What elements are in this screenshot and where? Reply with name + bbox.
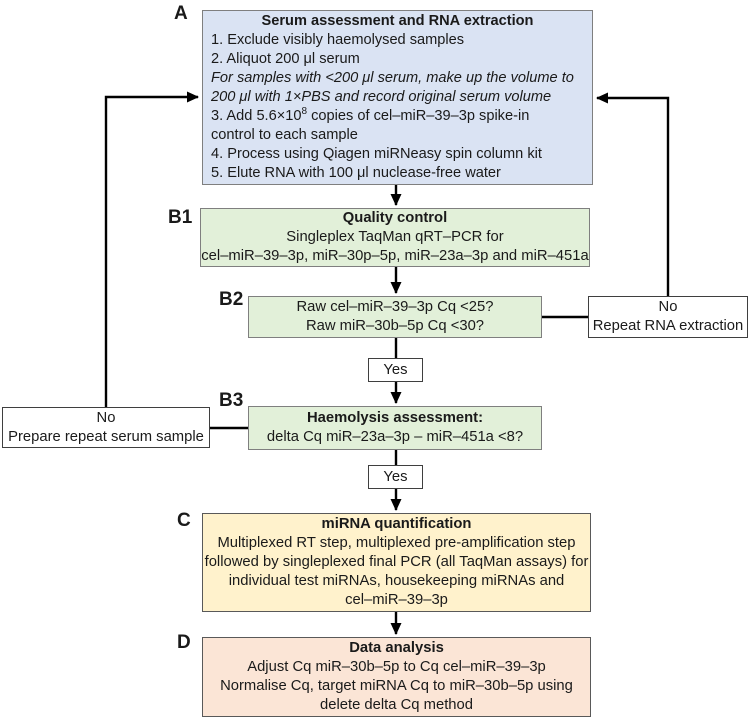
step-line: 1. Exclude visibly haemolysed samples bbox=[211, 32, 465, 48]
panel-label-b1: B1 bbox=[168, 207, 193, 228]
haemolysis-assessment-box: Haemolysis assessment: delta Cq miR–23a–… bbox=[248, 406, 542, 450]
box-line: cel–miR–39–3p bbox=[345, 592, 448, 608]
step-line: 2. Aliquot 200 μl serum bbox=[211, 51, 360, 67]
box-line: cel–miR–39–3p, miR–30p–5p, miR–23a–3p an… bbox=[201, 248, 589, 264]
box-line: individual test miRNAs, housekeeping miR… bbox=[228, 573, 565, 589]
panel-label-a: A bbox=[174, 3, 188, 24]
quantification-title: miRNA quantification bbox=[321, 516, 472, 532]
serum-assessment-box: Serum assessment and RNA extraction 1. E… bbox=[202, 10, 593, 185]
serum-assessment-title: Serum assessment and RNA extraction bbox=[261, 13, 534, 29]
data-analysis-box: Data analysis Adjust Cq miR–30b–5p to Cq… bbox=[202, 637, 591, 717]
step-note-line: For samples with <200 μl serum, make up … bbox=[211, 70, 574, 86]
step-line-text: 3. Add 5.6×10 bbox=[211, 108, 302, 124]
data-analysis-title: Data analysis bbox=[349, 640, 444, 656]
step-line: 5. Elute RNA with 100 μl nuclease-free w… bbox=[211, 165, 501, 181]
quality-control-title: Quality control bbox=[342, 210, 448, 226]
step-note-line: 200 μl with 1×PBS and record original se… bbox=[211, 89, 552, 105]
haemolysis-title: Haemolysis assessment: bbox=[306, 410, 484, 426]
box-line: Yes bbox=[383, 361, 408, 378]
panel-label-c: C bbox=[177, 510, 191, 531]
box-line: Singleplex TaqMan qRT–PCR for bbox=[286, 229, 504, 245]
cq-check-box: Raw cel–miR–39–3p Cq <25? Raw miR–30b–5p… bbox=[248, 296, 542, 338]
box-line: Normalise Cq, target miRNA Cq to miR–30b… bbox=[220, 678, 573, 694]
box-line: No bbox=[658, 299, 678, 315]
no-prepare-repeat-serum-box: No Prepare repeat serum sample bbox=[2, 407, 210, 448]
quality-control-box: Quality control Singleplex TaqMan qRT–PC… bbox=[200, 208, 590, 267]
yes-label-box: Yes bbox=[368, 465, 423, 489]
step-line-text: copies of cel–miR–39–3p spike-in bbox=[307, 108, 530, 124]
mirna-quantification-box: miRNA quantification Multiplexed RT step… bbox=[202, 513, 591, 612]
box-line: Raw miR–30b–5p Cq <30? bbox=[305, 318, 485, 334]
box-line: delta Cq miR–23a–3p – miR–451a <8? bbox=[266, 429, 524, 445]
superscript-exponent: 8 bbox=[301, 106, 308, 118]
box-line: Prepare repeat serum sample bbox=[8, 428, 204, 445]
no-repeat-rna-extraction-box: No Repeat RNA extraction bbox=[588, 296, 748, 338]
step-line: 3. Add 5.6×108 copies of cel–miR–39–3p s… bbox=[211, 107, 584, 126]
panel-label-d: D bbox=[177, 632, 191, 653]
box-line: delete delta Cq method bbox=[319, 697, 473, 713]
box-line: Raw cel–miR–39–3p Cq <25? bbox=[296, 299, 494, 315]
box-line: Yes bbox=[383, 468, 408, 485]
box-line: No bbox=[96, 409, 116, 426]
arrow-no-left-to-a bbox=[104, 91, 199, 408]
yes-label-box: Yes bbox=[368, 358, 423, 382]
step-line: 4. Process using Qiagen miRNeasy spin co… bbox=[211, 146, 542, 162]
box-line: Adjust Cq miR–30b–5p to Cq cel–miR–39–3p bbox=[247, 659, 546, 675]
step-line: control to each sample bbox=[211, 127, 358, 143]
box-line: Repeat RNA extraction bbox=[592, 318, 744, 334]
box-line: followed by singleplexed final PCR (all … bbox=[204, 554, 589, 570]
arrow-no-right-to-a bbox=[596, 92, 670, 297]
panel-label-b3: B3 bbox=[219, 390, 244, 411]
panel-label-b2: B2 bbox=[219, 289, 244, 310]
box-line: Multiplexed RT step, multiplexed pre-amp… bbox=[217, 535, 576, 551]
